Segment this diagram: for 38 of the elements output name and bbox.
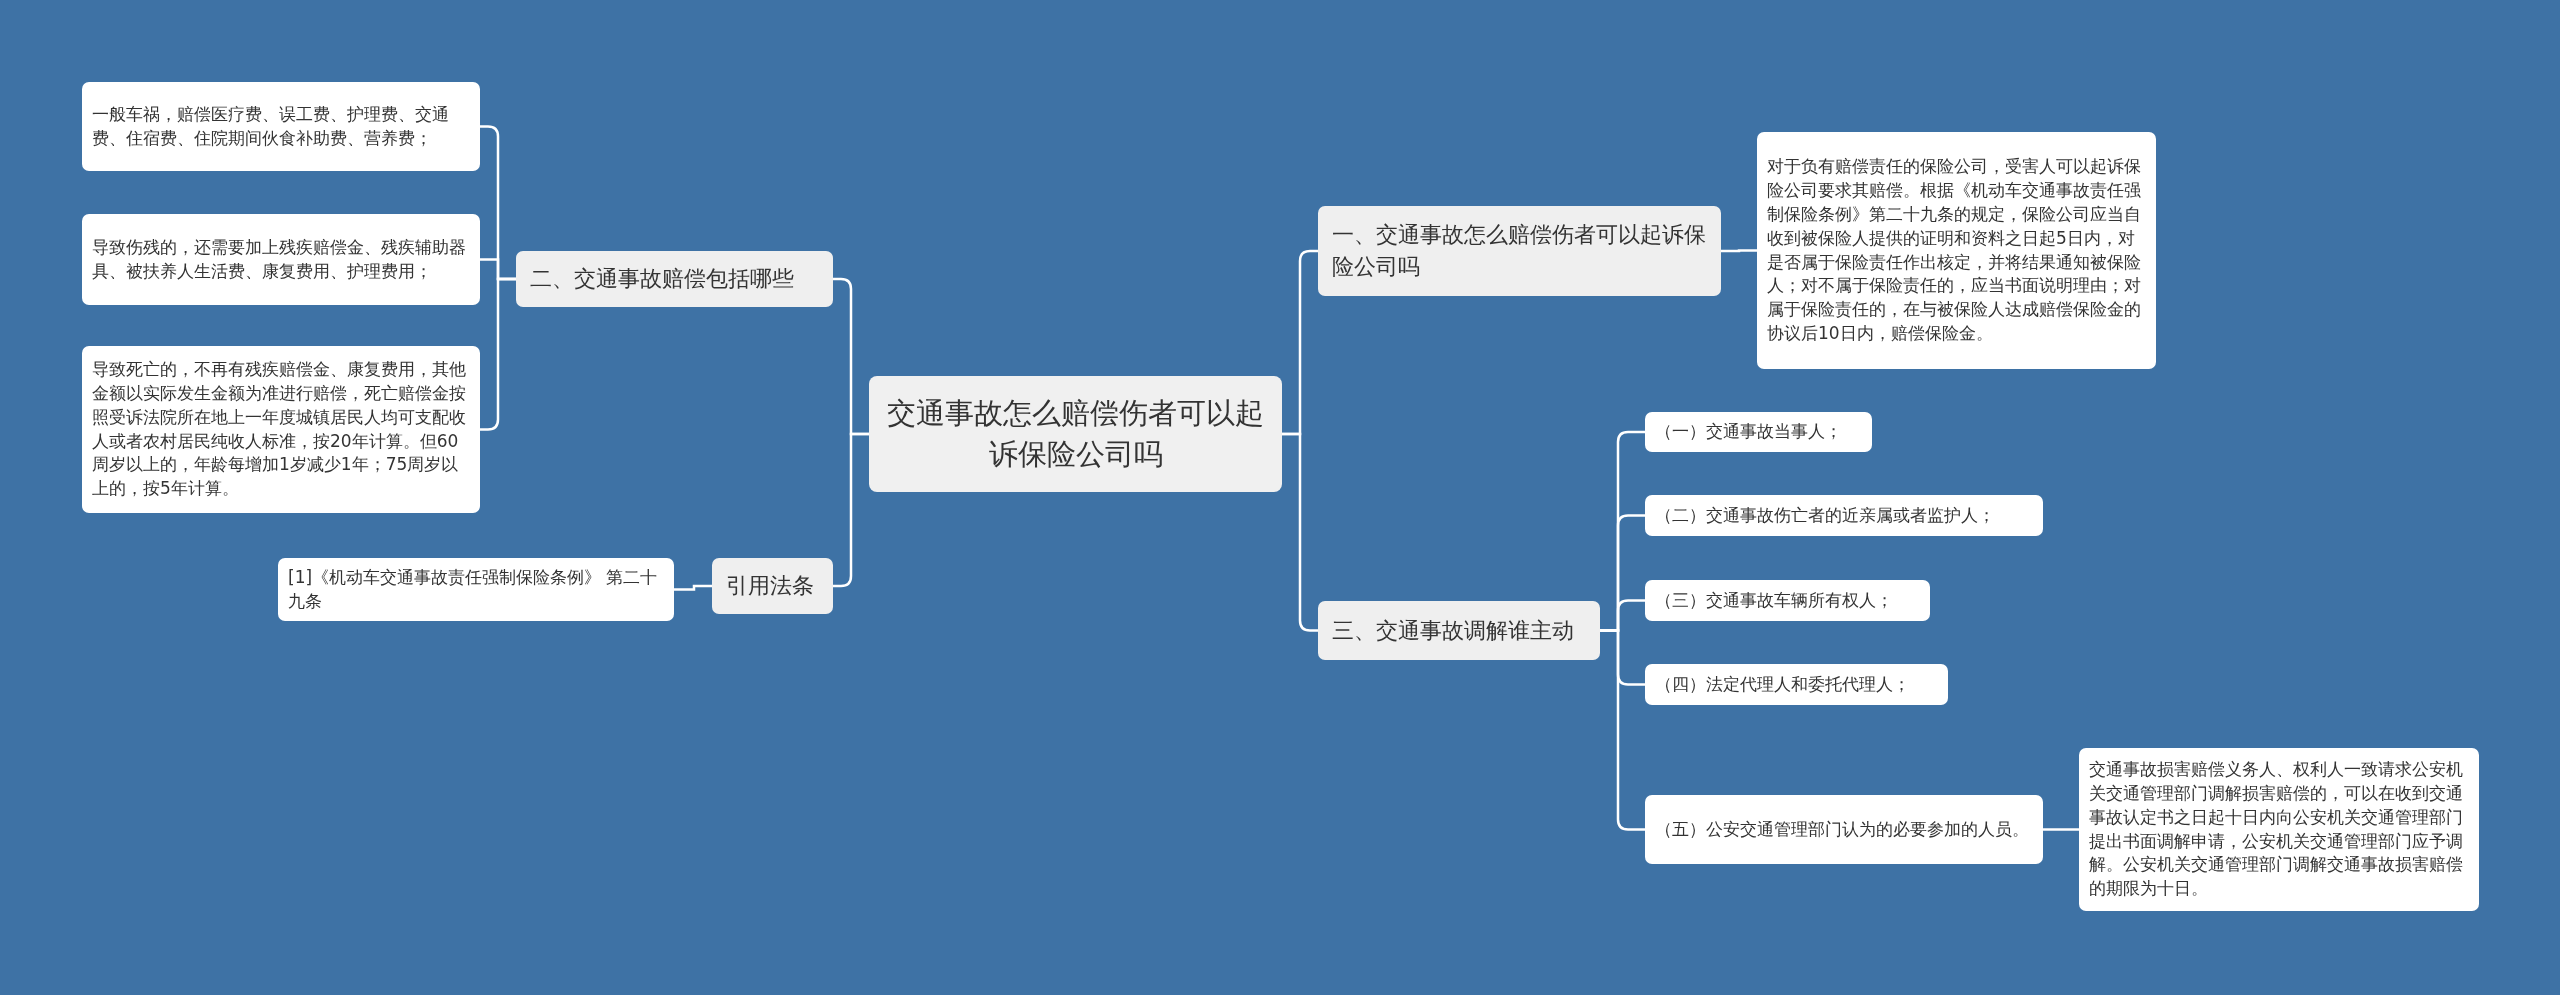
topic-text: 导致死亡的，不再有残疾赔偿金、康复费用，其他金额以实际发生金额为准进行赔偿，死亡赔偿金按照受诉法院所在地上一年度城镇居民人均可支配收人或者农村居民纯收人标准，按20年计算。但60周岁以上的，年龄每增加1岁减少1年；75周岁以上的，按5年计算。 xyxy=(92,358,467,501)
topic-text: （五）公安交通管理部门认为的必要参加的人员。 xyxy=(1655,817,2030,841)
note-box xyxy=(1645,795,2043,864)
note-box xyxy=(2079,748,2479,911)
note-box xyxy=(82,82,480,171)
topic-box xyxy=(516,251,833,307)
note-box xyxy=(1757,132,2156,369)
connector-line xyxy=(674,584,712,591)
topic-text: 导致伤残的，还需要加上残疾赔偿金、残疾辅助器具、被扶养人生活费、康复费用、护理费用； xyxy=(92,235,467,283)
note-box xyxy=(278,558,674,621)
note-box xyxy=(1645,664,1948,705)
connector-line xyxy=(833,432,869,588)
topic-text: 交通事故损害赔偿义务人、权利人一致请求公安机关交通管理部门调解损害赔偿的，可以在收到交通事故认定书之日起十日内向公安机关交通管理部门提出书面调解申请，公安机关交通管理部门应予调解。公安机关交通管理部门调解交通事故损害赔偿的期限为十日。 xyxy=(2089,758,2464,901)
topic-text: （一）交通事故当事人； xyxy=(1655,420,1843,444)
topic-text: 交通事故怎么赔偿伤者可以起诉保险公司吗 xyxy=(887,395,1264,473)
note-box xyxy=(1645,580,1930,621)
note-box xyxy=(1645,412,1872,452)
connector-line xyxy=(1721,249,1757,253)
topic-text: 对于负有赔偿责任的保险公司，受害人可以起诉保险公司要求其赔偿。根据《机动车交通事故责任强制保险条例》第二十九条的规定，保险公司应当自收到被保险人提供的证明和资料之日起5日内，对是否属于保险责任作出核定，并将结果通知被保险人；对不属于保险责任的，应当书面说明理由；对属于保险责任的，在与被保险人达成赔偿保险金的协议后10日内，赔偿保险金。 xyxy=(1767,155,2142,345)
topic-text: （三）交通事故车辆所有权人； xyxy=(1655,588,1894,612)
connector-line xyxy=(480,277,516,431)
topic-text: 引用法条 xyxy=(726,572,815,601)
topic-text: （二）交通事故伤亡者的近亲属或者监护人； xyxy=(1655,503,1996,527)
note-box xyxy=(82,346,480,513)
topic-text: 一般车祸，赔偿医疗费、误工费、护理费、交通费、住宿费、住院期间伙食补助费、营养费； xyxy=(92,102,450,150)
topic-text: 一、交通事故怎么赔偿伤者可以起诉保险公司吗 xyxy=(1332,221,1707,281)
topic-box xyxy=(712,558,833,614)
topic-box xyxy=(1318,206,1721,296)
note-box xyxy=(82,214,480,305)
connector-line xyxy=(2043,828,2079,831)
topic-text: （四）法定代理人和委托代理人； xyxy=(1655,672,1911,696)
topic-text: 三、交通事故调解谁主动 xyxy=(1332,616,1575,645)
note-box xyxy=(1645,495,2043,536)
topic-box xyxy=(1318,601,1600,660)
central-topic-box xyxy=(869,376,1282,492)
topic-text: [1]《机动车交通事故责任强制保险条例》 第二十九条 xyxy=(288,565,659,613)
connector-line xyxy=(1282,432,1318,632)
topic-text: 二、交通事故赔偿包括哪些 xyxy=(530,265,795,294)
